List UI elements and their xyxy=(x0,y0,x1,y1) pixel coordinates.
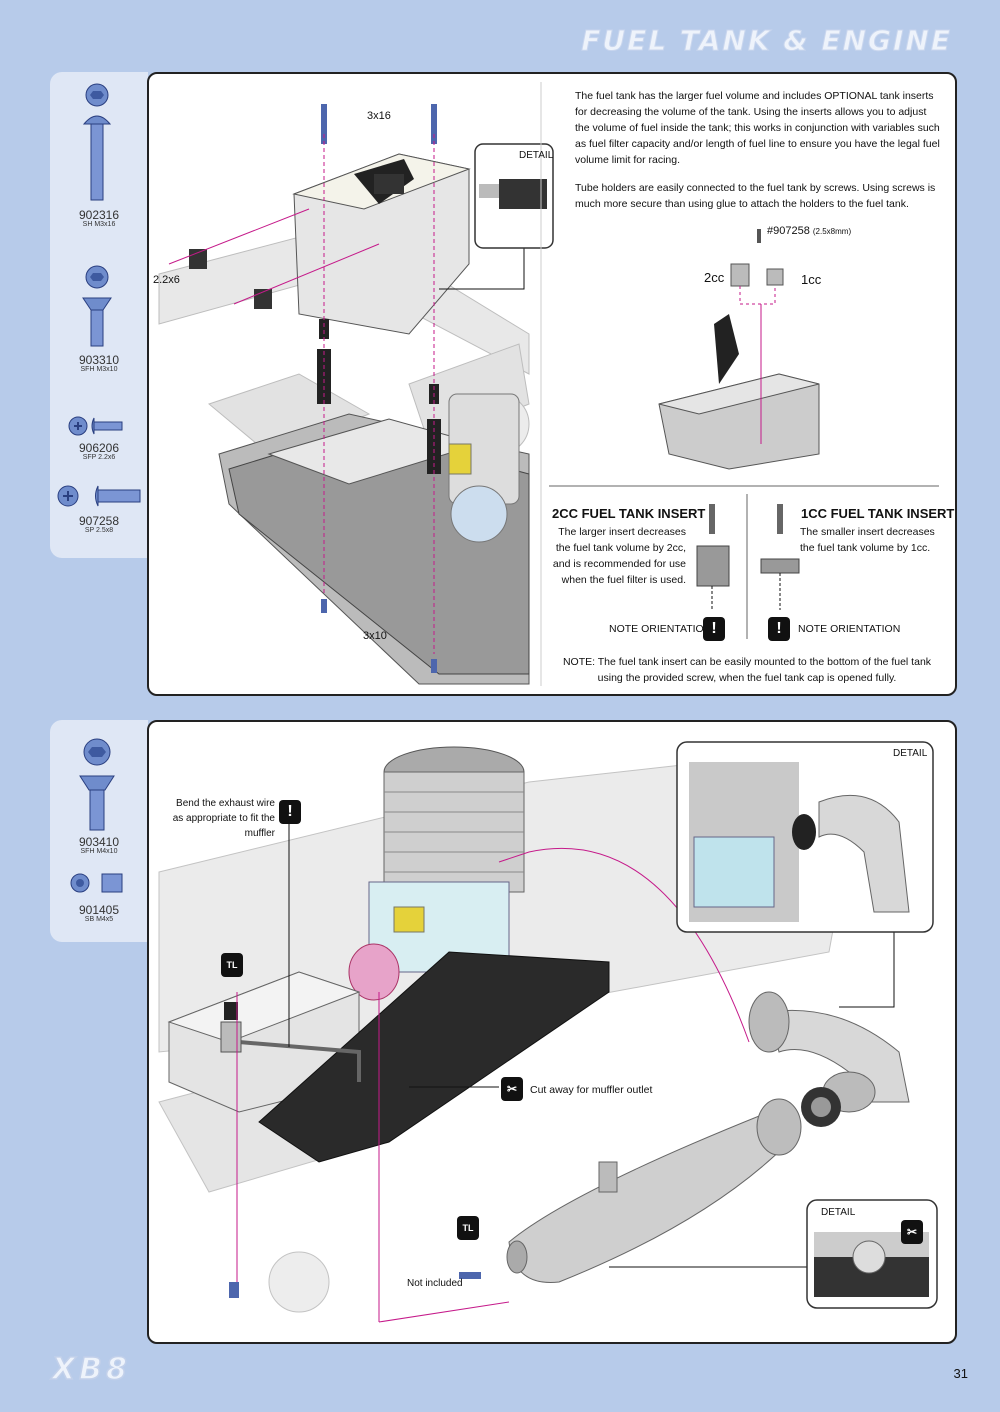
part-number: 903410 xyxy=(78,835,120,849)
part-desc: SFP 2.2x6 xyxy=(82,454,116,461)
insert-1cc-text: The smaller insert decreases the fuel ta… xyxy=(800,526,935,554)
mounting-note: NOTE: The fuel tank insert can be easily… xyxy=(562,656,932,684)
engine-ghost xyxy=(448,393,520,543)
label-1cc: 1cc xyxy=(801,272,822,287)
parts-illustrations-bottom xyxy=(70,738,123,893)
warning-icon: ! xyxy=(703,617,725,641)
part-902316: 902316 SH M3x16 xyxy=(50,209,148,229)
screw-907258-icon xyxy=(57,485,141,507)
insert-2cc-title: 2CC FUEL TANK INSERT xyxy=(552,506,706,521)
threadlock-icon: TL xyxy=(221,953,243,977)
screw-906206-icon xyxy=(68,416,123,436)
part-903310: 903310 SFH M3x10 xyxy=(50,354,148,374)
part-number: 903310 xyxy=(78,353,120,367)
screw-903310-icon xyxy=(82,265,112,347)
intro-paragraph: The fuel tank has the larger fuel volume… xyxy=(575,90,940,166)
part-desc: SFH M3x10 xyxy=(80,366,118,373)
label-3x16: 3x16 xyxy=(367,110,391,122)
page-title: FUEL TANK & ENGINE xyxy=(581,24,952,58)
cut-icon: ✂ xyxy=(901,1220,923,1244)
detail-label-bottom: DETAIL xyxy=(821,1207,856,1218)
part-number: 902316 xyxy=(78,208,120,222)
detail-label: DETAIL xyxy=(519,150,554,161)
insert-1cc-title: 1CC FUEL TANK INSERT xyxy=(801,506,955,521)
label-3x10: 3x10 xyxy=(363,630,387,642)
insert-2cc-text: The larger insert decreases the fuel tan… xyxy=(552,526,686,586)
fuel-tank-illustration xyxy=(158,82,939,686)
part-906206: 906206 SFP 2.2x6 xyxy=(50,442,148,462)
part-desc: SH M3x16 xyxy=(82,221,116,228)
part-number: 907258 xyxy=(78,514,120,528)
label-2cc: 2cc xyxy=(704,270,725,285)
note-orientation-left: NOTE ORIENTATION xyxy=(609,623,712,635)
threadlock-icon: TL xyxy=(457,1216,479,1240)
screw-ref-number: #907258 xyxy=(767,225,810,237)
cut-away-text: Cut away for muffler outlet xyxy=(530,1084,653,1096)
not-included-text: Not included xyxy=(407,1278,463,1289)
part-desc: SFH M4x10 xyxy=(80,848,118,855)
engine xyxy=(348,746,525,1001)
parts-list-bottom: 903410 SFH M4x10 901405 SB M4x5 xyxy=(50,720,148,942)
parts-illustrations-top xyxy=(57,83,141,507)
part-907258: 907258 SP 2.5x8 xyxy=(50,515,148,535)
xb8-logo: XB8 xyxy=(51,1351,131,1388)
small-tank-graphic xyxy=(658,229,820,470)
page-number: 31 xyxy=(953,1366,968,1381)
screw-901405-icon xyxy=(70,873,123,893)
part-desc: SB M4x5 xyxy=(84,916,114,923)
step-panel-engine: Bend the exhaust wire as appropriate to … xyxy=(147,720,957,1344)
threadlock-label: TL xyxy=(462,1223,474,1233)
screw-902316-icon xyxy=(82,83,112,201)
screw-ref-size: (2.5x8mm) xyxy=(812,227,852,236)
detail-label-top: DETAIL xyxy=(893,748,928,759)
threadlock-label: TL xyxy=(226,960,238,970)
part-number: 901405 xyxy=(78,903,120,917)
parts-list-top: 902316 SH M3x16 903310 SFH M3x10 906206 … xyxy=(50,72,148,558)
tube-holder-paragraph: Tube holders are easily connected to the… xyxy=(575,182,936,210)
part-number: 906206 xyxy=(78,441,120,455)
screw-ref: #907258 (2.5x8mm) xyxy=(767,225,851,237)
part-901405: 901405 SB M4x5 xyxy=(50,904,148,924)
label-2-2x6: 2.2x6 xyxy=(153,274,180,286)
warning-icon: ! xyxy=(768,617,790,641)
bend-exhaust-text: Bend the exhaust wire as appropriate to … xyxy=(172,798,275,839)
note-orientation-right: NOTE ORIENTATION xyxy=(798,623,901,635)
cut-icon: ✂ xyxy=(501,1077,523,1101)
warning-icon: ! xyxy=(279,800,301,824)
part-903410: 903410 SFH M4x10 xyxy=(50,836,148,856)
part-desc: SP 2.5x8 xyxy=(84,527,114,534)
screw-903410-icon xyxy=(79,738,115,831)
step-panel-fuel-tank: 3x16 2.2x6 3x10 DETAIL The fuel tank has… xyxy=(147,72,957,696)
